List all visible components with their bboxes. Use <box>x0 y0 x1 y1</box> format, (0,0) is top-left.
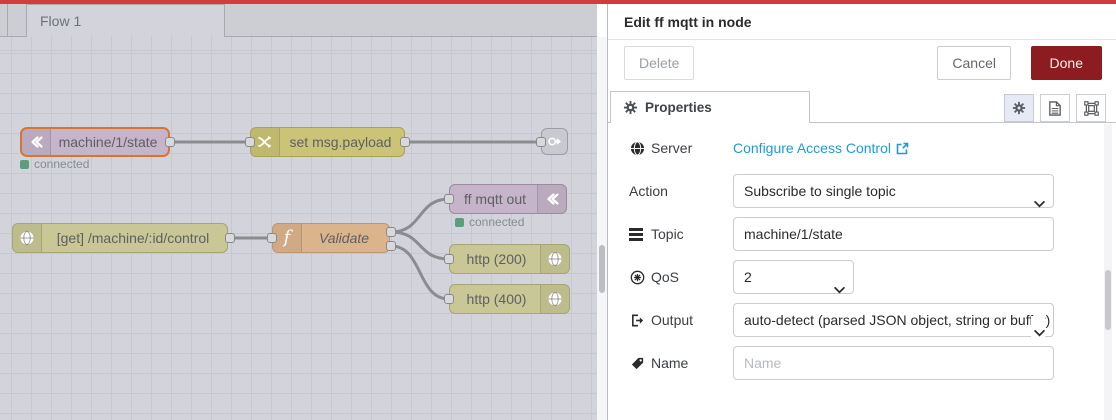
node-status: connected <box>20 157 89 171</box>
mqtt-bridge-icon <box>537 185 566 213</box>
tab-properties-label: Properties <box>645 100 712 115</box>
output-label: Output <box>629 312 733 328</box>
topic-input[interactable] <box>733 217 1054 251</box>
tab-properties[interactable]: Properties <box>610 91 810 123</box>
shuffle-icon <box>251 128 280 156</box>
scrollbar-thumb[interactable] <box>1105 270 1111 330</box>
header-accent-bar <box>0 0 1116 4</box>
server-label: Server <box>629 140 733 156</box>
edit-tray-title: Edit ff mqtt in node <box>608 4 1116 40</box>
tasks-icon <box>629 227 645 241</box>
document-icon <box>1049 100 1061 116</box>
globe-icon <box>13 224 42 252</box>
name-label: Name <box>629 355 733 371</box>
node-label: machine/1/state <box>58 134 158 150</box>
description-icon-button[interactable] <box>1040 94 1070 122</box>
qos-label: QoS <box>629 269 733 285</box>
chevron-down-icon <box>1031 316 1045 348</box>
scrollbar-thumb[interactable] <box>599 245 605 293</box>
globe-icon <box>540 245 569 273</box>
output-select[interactable]: auto-detect (parsed JSON object, string … <box>733 303 1054 348</box>
port-output[interactable] <box>225 233 235 243</box>
flow-editor: Flow 1 machine/1/state <box>0 4 597 420</box>
chevron-down-icon <box>1034 187 1045 219</box>
node-label: [get] /machine/:id/control <box>56 230 210 246</box>
port-output-2[interactable] <box>386 241 396 251</box>
node-label: set msg.payload <box>289 134 392 150</box>
status-dot-connected <box>20 159 29 169</box>
node-label: ff mqtt out <box>464 191 526 207</box>
port-input[interactable] <box>444 294 454 304</box>
globe-icon <box>540 285 569 313</box>
qos-select[interactable]: 2 <box>733 260 854 294</box>
node-mqtt-in[interactable]: machine/1/state <box>20 127 170 157</box>
port-input[interactable] <box>245 137 255 147</box>
status-text: connected <box>34 157 90 171</box>
circled-asterisk-icon <box>629 270 645 285</box>
done-button[interactable]: Done <box>1030 46 1102 80</box>
delete-button[interactable]: Delete <box>624 46 695 80</box>
appearance-icon-button[interactable] <box>1076 94 1106 122</box>
gear-icon <box>623 100 638 115</box>
status-text: connected <box>469 215 525 229</box>
cancel-button[interactable]: Cancel <box>937 46 1011 80</box>
port-input[interactable] <box>267 233 277 243</box>
port-output-1[interactable] <box>386 227 396 237</box>
chevron-down-icon <box>834 273 845 305</box>
appearance-icon <box>1083 100 1099 116</box>
action-label: Action <box>629 183 668 199</box>
port-input[interactable] <box>444 254 454 264</box>
wires <box>168 140 543 301</box>
external-link-icon <box>896 142 909 154</box>
properties-icon-button[interactable] <box>1004 94 1034 122</box>
panel-vertical-scrollbar[interactable] <box>1104 124 1112 420</box>
globe-icon <box>629 140 645 156</box>
tab-bar-divider <box>7 4 8 37</box>
function-icon: f <box>273 224 302 252</box>
node-function[interactable]: f Validate <box>272 223 390 253</box>
port-output[interactable] <box>165 137 175 147</box>
port-input[interactable] <box>444 194 454 204</box>
action-select[interactable]: Subscribe to single topic <box>733 174 1054 208</box>
link-out-icon <box>548 137 562 146</box>
node-change[interactable]: set msg.payload <box>250 127 405 157</box>
configure-access-control-link[interactable]: Configure Access Control <box>733 140 909 156</box>
name-input[interactable] <box>733 346 1054 380</box>
gear-icon <box>1012 101 1026 115</box>
node-label: http (400) <box>466 291 527 307</box>
port-output[interactable] <box>400 137 410 147</box>
sign-out-icon <box>629 313 645 328</box>
mqtt-bridge-icon <box>22 129 51 155</box>
node-http-in[interactable]: [get] /machine/:id/control <box>12 223 228 253</box>
canvas-vertical-scrollbar[interactable] <box>597 37 607 420</box>
tag-icon <box>629 356 645 371</box>
node-http-response-400[interactable]: http (400) <box>449 284 570 314</box>
status-dot-connected <box>455 217 464 227</box>
node-label: http (200) <box>466 251 527 267</box>
node-label: Validate <box>318 230 370 246</box>
edit-tray: Edit ff mqtt in node Delete Cancel Done … <box>607 4 1116 420</box>
node-mqtt-out[interactable]: ff mqtt out <box>449 184 567 214</box>
node-http-response-200[interactable]: http (200) <box>449 244 570 274</box>
tab-flow-1[interactable]: Flow 1 <box>26 4 225 37</box>
topic-label: Topic <box>629 226 733 242</box>
node-status: connected <box>455 215 524 229</box>
port-input[interactable] <box>536 137 546 147</box>
